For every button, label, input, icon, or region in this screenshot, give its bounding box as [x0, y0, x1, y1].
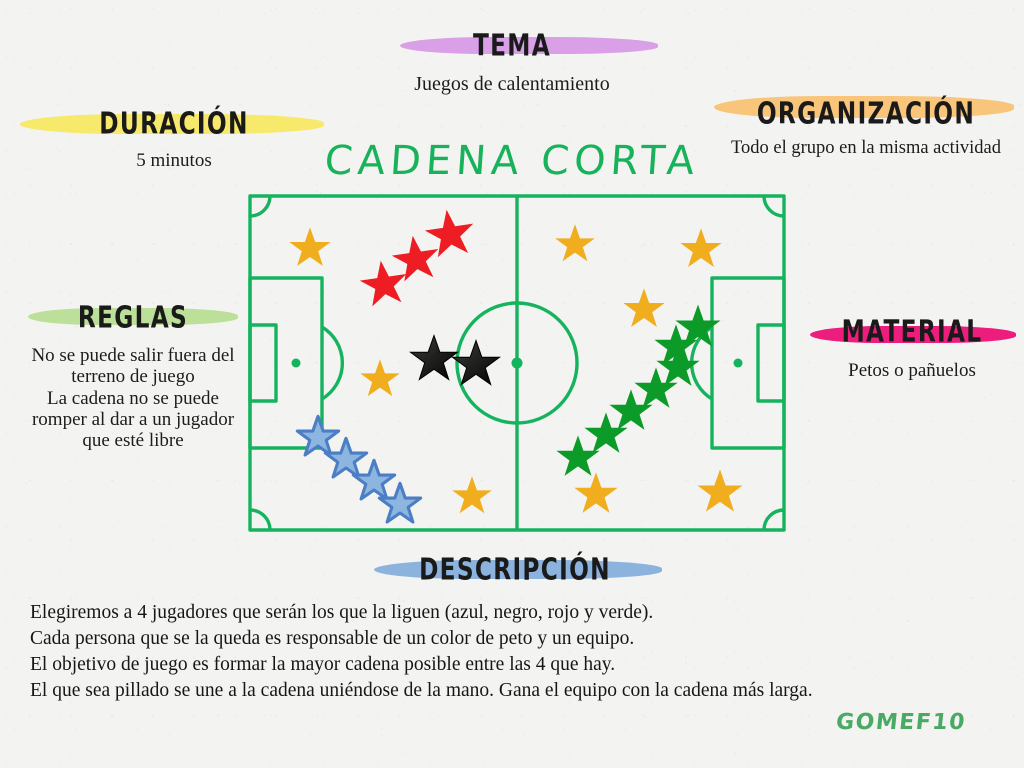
star-marker-black	[410, 335, 458, 380]
reglas-highlight	[28, 308, 238, 325]
footer-logo: GOMEF10	[834, 710, 968, 735]
star-marker-green	[556, 435, 600, 476]
star-marker-yellow	[360, 359, 400, 397]
section-organizacion: ORGANIZACIÓN Todo el grupo en la misma a…	[712, 96, 1020, 159]
star-marker-yellow	[289, 227, 331, 267]
right-penalty-spot	[733, 358, 743, 368]
corner-arc-tr	[762, 195, 785, 218]
corner-arc-tl	[249, 195, 272, 218]
star-marker-blue	[351, 458, 397, 501]
star-marker-yellow	[555, 224, 595, 262]
star-marker-green	[584, 412, 628, 453]
material-label: MATERIAL	[841, 313, 983, 349]
desc-line-2: Cada persona que se la queda es responsa…	[30, 627, 635, 649]
corner-arc-br	[762, 508, 785, 531]
right-penalty-area	[710, 276, 786, 450]
reglas-label: REGLAS	[77, 299, 189, 335]
section-duracion: DURACIÓN 5 minutos	[18, 106, 330, 171]
star-marker-yellow	[697, 469, 743, 512]
star-marker-blue	[323, 436, 369, 479]
star-marker-yellow	[574, 472, 618, 513]
tema-text: Juegos de calentamiento	[414, 73, 610, 95]
page-title: CADENA CORTA	[323, 138, 701, 184]
left-penalty-area	[248, 276, 324, 450]
star-marker-yellow	[680, 228, 722, 268]
section-reglas: REGLAS No se puede salir fuera del terre…	[18, 300, 248, 452]
center-circle	[455, 301, 579, 425]
material-highlight	[810, 326, 1016, 343]
reglas-text: No se puede salir fuera del terreno de j…	[31, 345, 235, 452]
duracion-highlight	[20, 114, 324, 134]
duracion-text: 5 minutos	[136, 150, 212, 171]
right-goal-area	[756, 323, 786, 403]
material-text: Petos o pañuelos	[848, 360, 976, 381]
organizacion-text: Todo el grupo en la misma actividad	[731, 138, 1001, 158]
section-descripcion: DESCRIPCIÓN	[360, 552, 670, 587]
organizacion-highlight	[714, 96, 1014, 118]
desc-line-4: El que sea pillado se une a la cadena un…	[30, 679, 813, 701]
star-marker-green	[609, 389, 653, 430]
descripcion-label: DESCRIPCIÓN	[419, 551, 611, 587]
left-penalty-spot	[291, 358, 301, 368]
center-spot	[511, 357, 523, 369]
descripcion-highlight	[374, 560, 662, 579]
corner-arc-bl	[249, 508, 272, 531]
desc-line-3: El objetivo de juego es formar la mayor …	[30, 653, 616, 675]
pitch-lines	[248, 194, 786, 532]
star-marker-red	[357, 257, 411, 308]
description-text: Elegiremos a 4 jugadores que serán los q…	[30, 600, 1005, 704]
tema-highlight	[400, 37, 658, 54]
tema-label: TEMA	[472, 27, 552, 63]
star-marker-yellow	[623, 288, 665, 328]
star-marker-yellow	[452, 476, 492, 514]
left-penalty-arc	[321, 325, 344, 401]
organizacion-label: ORGANIZACIÓN	[756, 95, 976, 131]
duracion-label: DURACIÓN	[99, 105, 249, 141]
section-material: MATERIAL Petos o pañuelos	[800, 312, 1024, 381]
desc-line-1: Elegiremos a 4 jugadores que serán los q…	[30, 602, 654, 623]
star-marker-red	[389, 232, 443, 283]
section-tema: TEMA Juegos de calentamiento	[362, 28, 662, 95]
star-marker-blue	[377, 481, 423, 524]
soccer-pitch-diagram	[248, 194, 786, 532]
left-goal-area	[248, 323, 278, 403]
